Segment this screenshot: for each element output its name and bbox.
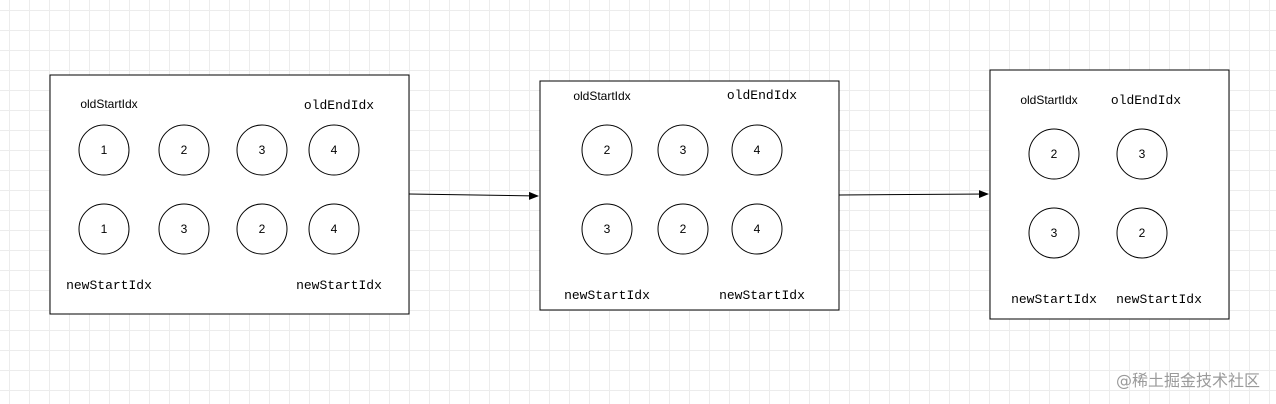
node-value: 3 (1051, 226, 1058, 240)
old-node: 2 (1028, 128, 1080, 180)
old-start-label: oldStartIdx (573, 89, 630, 103)
old-node: 2 (581, 124, 633, 176)
node-value: 3 (1139, 147, 1146, 161)
old-end-label: oldEndIdx (727, 88, 797, 103)
new-node: 4 (308, 203, 360, 255)
new-start-label: newStartIdx (1011, 292, 1097, 307)
node-value: 2 (604, 143, 611, 157)
node-circle (158, 203, 210, 255)
node-value: 3 (680, 143, 687, 157)
old-node: 1 (78, 124, 130, 176)
node-circle (1028, 207, 1080, 259)
node-circle (78, 124, 130, 176)
old-start-label: oldStartIdx (1020, 93, 1077, 107)
new-node: 3 (581, 203, 633, 255)
new-node: 3 (158, 203, 210, 255)
node-value: 4 (754, 222, 761, 236)
node-value: 3 (181, 222, 188, 236)
old-end-label: oldEndIdx (1111, 93, 1181, 108)
node-value: 4 (331, 222, 338, 236)
panel-3: oldStartIdx oldEndIdx 2 3 3 2 newStartId… (989, 69, 1230, 320)
node-circle (236, 203, 288, 255)
node-circle (236, 124, 288, 176)
node-circle (78, 203, 130, 255)
node-value: 1 (101, 143, 108, 157)
old-node: 3 (236, 124, 288, 176)
node-circle (1028, 128, 1080, 180)
transition-arrow (838, 190, 989, 199)
old-node: 2 (158, 124, 210, 176)
old-node: 3 (657, 124, 709, 176)
transition-arrow (408, 191, 539, 200)
node-circle (581, 124, 633, 176)
new-node: 2 (1116, 207, 1168, 259)
new-start-label: newStartIdx (66, 278, 152, 293)
node-circle (657, 124, 709, 176)
node-circle (581, 203, 633, 255)
node-circle (657, 203, 709, 255)
node-circle (308, 203, 360, 255)
new-node: 2 (657, 203, 709, 255)
node-circle (731, 203, 783, 255)
node-value: 2 (181, 143, 188, 157)
panel-1: oldStartIdx oldEndIdx 1 2 3 4 1 3 2 (49, 74, 410, 315)
new-end-label: newStartIdx (719, 288, 805, 303)
node-value: 2 (1139, 226, 1146, 240)
node-value: 2 (1051, 147, 1058, 161)
new-node: 1 (78, 203, 130, 255)
new-start-label: newStartIdx (564, 288, 650, 303)
node-value: 2 (259, 222, 266, 236)
new-node: 4 (731, 203, 783, 255)
node-value: 3 (259, 143, 266, 157)
new-node: 2 (236, 203, 288, 255)
node-value: 3 (604, 222, 611, 236)
old-node: 4 (308, 124, 360, 176)
node-value: 4 (331, 143, 338, 157)
panel-frame (989, 69, 1230, 320)
old-node: 4 (731, 124, 783, 176)
old-start-label: oldStartIdx (80, 97, 137, 111)
node-circle (1116, 128, 1168, 180)
node-circle (731, 124, 783, 176)
node-circle (308, 124, 360, 176)
node-value: 1 (101, 222, 108, 236)
node-circle (158, 124, 210, 176)
panel-frame (49, 74, 410, 315)
new-node: 3 (1028, 207, 1080, 259)
node-circle (1116, 207, 1168, 259)
new-end-label: newStartIdx (296, 278, 382, 293)
old-end-label: oldEndIdx (304, 98, 374, 113)
panel-frame (539, 80, 840, 311)
node-value: 4 (754, 143, 761, 157)
old-node: 3 (1116, 128, 1168, 180)
panel-2: oldStartIdx oldEndIdx 2 3 4 3 2 4 newSta… (539, 80, 840, 311)
watermark: @稀土掘金技术社区 (1115, 371, 1260, 390)
node-value: 2 (680, 222, 687, 236)
new-end-label: newStartIdx (1116, 292, 1202, 307)
